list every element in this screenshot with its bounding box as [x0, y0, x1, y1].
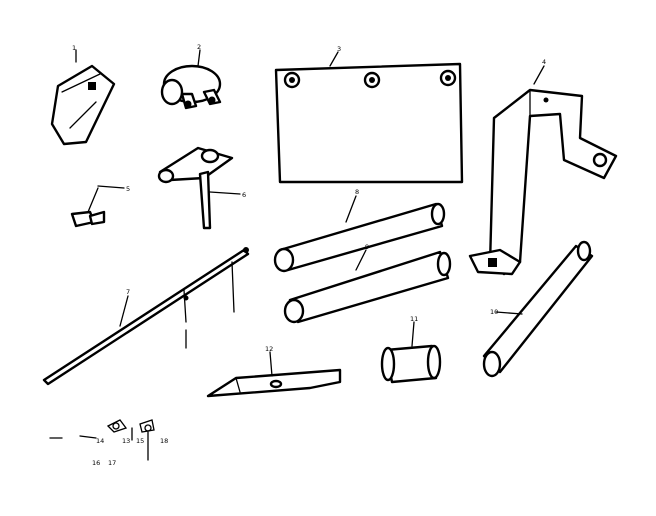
part-4-bracket [468, 65, 618, 276]
callout-2: 2 [197, 43, 201, 51]
part-10-tube [482, 240, 594, 378]
part-7-rod [42, 247, 250, 386]
callout-17: 17 [108, 459, 116, 467]
part-3-plate [274, 51, 464, 184]
callout-1: 1 [72, 44, 76, 52]
callout-5: 5 [126, 185, 130, 193]
callout-8: 8 [355, 188, 359, 196]
callout-11: 11 [410, 315, 418, 323]
part-11-bushing [380, 321, 442, 384]
part-2-drum [160, 49, 222, 110]
callout-6: 6 [242, 191, 246, 199]
callout-12: 12 [265, 345, 273, 353]
part-9-roller [283, 249, 452, 324]
callout-10: 10 [490, 308, 498, 316]
part-12-blade [206, 351, 342, 398]
callout-3: 3 [337, 45, 341, 53]
callout-7: 7 [126, 288, 130, 296]
callout-9: 9 [365, 243, 369, 251]
callout-18: 18 [160, 437, 168, 445]
part-6-t-handle [157, 146, 241, 230]
callout-13: 13 [122, 437, 130, 445]
part-1-block [50, 49, 116, 146]
hardware-cluster [49, 419, 155, 461]
callout-16: 16 [92, 459, 100, 467]
callout-4: 4 [542, 58, 546, 66]
part-8-roller [273, 195, 446, 273]
callout-15: 15 [136, 437, 144, 445]
part-5-pin [70, 185, 125, 228]
callout-14: 14 [96, 437, 104, 445]
